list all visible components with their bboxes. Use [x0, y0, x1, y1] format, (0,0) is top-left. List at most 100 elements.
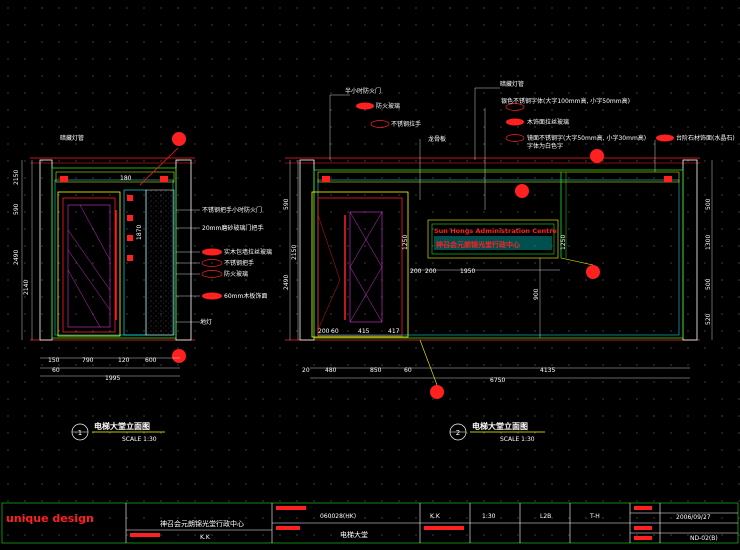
tb-red-label-2 [276, 526, 300, 530]
right-tag-1 [356, 102, 374, 110]
right-scale: SCALE 1:30 [500, 436, 535, 443]
right-dim-inner-8: 60 [331, 328, 339, 335]
tb-scale: 1:30 [482, 513, 496, 520]
right-section-tag-2 [590, 149, 604, 163]
tb-sheet: L2B [540, 513, 551, 520]
right-light-red-1 [322, 176, 330, 182]
right-door-diag-2 [317, 279, 341, 331]
right-annotation-8: 字体为白色字 [527, 142, 563, 150]
right-light-red-2 [664, 176, 672, 182]
right-dim-v-1: 2490 [283, 275, 290, 290]
left-callout-line [139, 147, 179, 186]
left-stone-panel [145, 189, 175, 336]
tb-logo: unique design [6, 512, 94, 525]
right-dim-v-6: 520 [705, 313, 712, 325]
left-red-mark-3 [127, 235, 133, 241]
left-door-hatch-2 [67, 249, 111, 311]
left-dim-v-2: 2490 [13, 250, 20, 265]
left-annotation-6: 60mm木板饰面 [224, 292, 267, 300]
right-elevation [285, 87, 713, 441]
left-tag-2 [201, 259, 223, 267]
right-title-marker-label: 2 [456, 429, 460, 437]
left-light-red-2 [160, 176, 168, 182]
right-annotation-9: 台阶石材饰面(水晶石) [676, 134, 735, 142]
tb-drawing-title: 电梯大堂 [340, 530, 368, 539]
right-door-hatch-4 [349, 266, 383, 323]
tb-project: 神召会元朗锦光堂行政中心 [160, 519, 244, 528]
left-elevation [21, 132, 223, 441]
right-door [317, 197, 403, 337]
right-dim-inner-3: 200 [425, 268, 437, 275]
right-annotation-1: 防火玻璃 [376, 102, 400, 110]
right-section-tag-1 [515, 184, 529, 198]
right-annotation-4: 暗藏灯管 [500, 80, 524, 88]
right-dim-h-2: 850 [370, 367, 382, 374]
left-red-mark-2 [127, 215, 133, 221]
right-annotation-7: 镜面不锈钢字(大字50mm高, 小字30mm高) [527, 134, 646, 142]
right-dim-v-5: 500 [705, 278, 712, 290]
left-dim-inner-1: 1870 [136, 225, 143, 240]
right-tag-5 [505, 134, 525, 142]
left-annotation-4: 不锈钢把手 [224, 259, 254, 267]
left-scale: SCALE 1:30 [122, 436, 157, 443]
left-title: 电梯大堂立面图 [94, 421, 150, 431]
right-light-box [317, 171, 680, 183]
left-dim-h-5: 1995 [105, 375, 120, 382]
title-block [1, 502, 739, 544]
tb-red-label-3 [424, 526, 464, 530]
left-tag-top-label: 1 [177, 136, 181, 143]
left-annotation-5: 防火玻璃 [224, 270, 248, 278]
left-red-mark-1 [127, 195, 133, 201]
tb-red-label-7 [634, 536, 652, 540]
right-section-tag-3 [586, 265, 600, 279]
right-sign-line1: Sun Hongs Administration Centre [434, 227, 557, 235]
left-dim-inner-0: 180 [120, 175, 132, 182]
left-dim-h-3: 600 [145, 357, 157, 364]
right-dim-h-1: 480 [325, 367, 337, 374]
left-light-box [55, 171, 175, 183]
tb-rev: T-H [589, 513, 600, 520]
left-door-glass [67, 204, 111, 328]
left-title-marker-label: 1 [78, 429, 82, 437]
left-dim-h-1: 790 [82, 357, 94, 364]
right-dim-inner-6: 415 [358, 328, 370, 335]
right-dim-h-5: 6750 [490, 377, 505, 384]
left-tag-1 [202, 248, 222, 256]
right-tag-3 [505, 103, 525, 111]
right-annotation-6: 木饰面拉丝玻璃 [527, 118, 569, 126]
right-dim-v-3: 500 [705, 198, 712, 210]
right-dim-inner-1: 200 [410, 268, 422, 275]
right-section-leader-3 [560, 257, 594, 266]
left-red-mark-4 [127, 255, 133, 261]
right-sign-inner [431, 223, 555, 255]
right-tag-6 [656, 134, 674, 142]
right-dim-inner-7: 417 [388, 328, 400, 335]
tb-code: ND-02(B) [690, 535, 718, 542]
left-dim-v-0: 590 [13, 203, 20, 215]
left-annotation-2: 20mm磨砂玻璃门把手 [202, 224, 263, 232]
right-tag-4 [506, 118, 524, 126]
right-dim-v-0: 590 [283, 198, 290, 210]
tb-drawing-no: 060028(HK) [320, 513, 356, 520]
right-dim-inner-9: 900 [533, 288, 540, 300]
right-annotation-2: 不锈钢拉手 [391, 120, 421, 128]
tb-red-label-5 [634, 506, 652, 510]
left-dim-h-2: 120 [118, 357, 130, 364]
right-sign-band [434, 236, 552, 250]
left-dim-h-4: 60 [52, 367, 60, 374]
right-tag-2-label: 2 [595, 153, 599, 160]
left-annotation-0: 暗藏灯管 [60, 134, 84, 142]
left-door-panel [62, 197, 116, 333]
right-frame [313, 169, 684, 339]
left-light-red-1 [60, 176, 68, 182]
left-dim-v-1: 2150 [13, 170, 20, 185]
left-tag-4 [202, 292, 222, 300]
left-section-tag-bottom [172, 349, 186, 363]
right-dim-v-2: 2150 [291, 245, 298, 260]
left-annotation-3: 实木包墙拉丝玻璃 [224, 248, 272, 256]
left-section-tag-top [172, 132, 186, 146]
left-dim-v-3: 2140 [23, 280, 30, 295]
tb-checked-by: K.K [200, 534, 211, 541]
